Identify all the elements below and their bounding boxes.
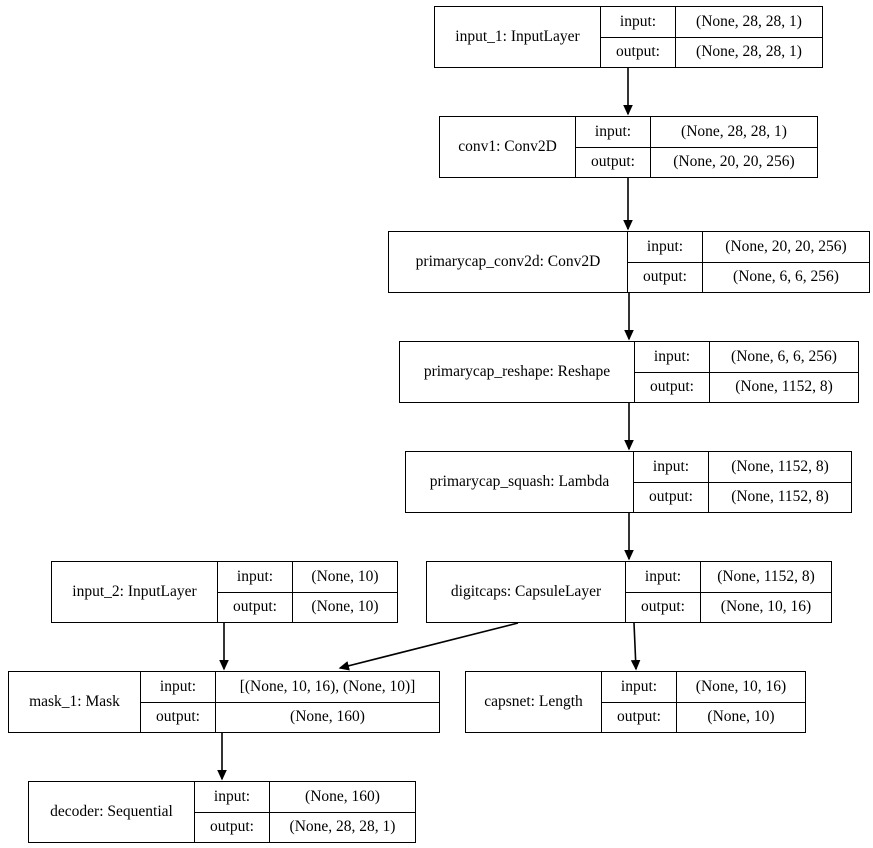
output-shape-value: (None, 6, 6, 256) — [733, 268, 839, 286]
node-output-row: output: (None, 10) — [602, 702, 805, 732]
node-output-row: output: (None, 20, 20, 256) — [576, 147, 817, 177]
node-output-row: output: (None, 28, 28, 1) — [601, 37, 822, 67]
input-label: input: — [634, 452, 709, 482]
node-input-row: input: (None, 20, 20, 256) — [628, 232, 869, 263]
input-shape-value: (None, 28, 28, 1) — [681, 122, 787, 140]
input-shape-value: (None, 20, 20, 256) — [725, 237, 847, 255]
node-io-block: input: (None, 28, 28, 1) output: (None, 28,… — [601, 7, 822, 67]
input-shape-value: (None, 6, 6, 256) — [731, 347, 837, 365]
node-title: input_1: InputLayer — [435, 7, 601, 67]
output-label: output: — [635, 372, 710, 402]
node-title: primarycap_conv2d: Conv2D — [389, 232, 628, 292]
input-shape-value: (None, 10) — [311, 567, 379, 585]
node-output-row: output: (None, 10) — [218, 592, 397, 622]
output-shape-value: (None, 1152, 8) — [735, 378, 833, 396]
node-title: mask_1: Mask — [9, 672, 141, 732]
node-output-row: output: (None, 1152, 8) — [634, 482, 851, 512]
node-title: input_2: InputLayer — [52, 562, 218, 622]
node-io-block: input: (None, 10) output: (None, 10) — [218, 562, 397, 622]
node-io-block: input: (None, 28, 28, 1) output: (None, 20,… — [576, 117, 817, 177]
output-shape-value: (None, 20, 20, 256) — [673, 153, 795, 171]
output-label: output: — [628, 262, 703, 292]
node-output-row: output: (None, 6, 6, 256) — [628, 262, 869, 292]
node-io-block: input: (None, 1152, 8) output: (None, 1152,… — [634, 452, 851, 512]
node-input-row: input: (None, 1152, 8) — [626, 562, 831, 593]
output-shape-value: (None, 10, 16) — [720, 598, 812, 616]
input-shape-value: (None, 10, 16) — [695, 677, 787, 695]
node-output-row: output: (None, 10, 16) — [626, 592, 831, 622]
output-shape-value: (None, 10) — [311, 598, 379, 616]
input-shape-value: [(None, 10, 16), (None, 10)] — [239, 677, 416, 695]
output-shape-value: (None, 10) — [707, 708, 775, 726]
node-input-row: input: (None, 6, 6, 256) — [635, 342, 858, 373]
input-shape-value: (None, 28, 28, 1) — [696, 12, 802, 30]
node-title: decoder: Sequential — [29, 782, 195, 842]
node-input-row: input: (None, 10) — [218, 562, 397, 593]
output-label: output: — [141, 702, 216, 732]
node-title: conv1: Conv2D — [440, 117, 576, 177]
node-io-block: input: (None, 160) output: (None, 28, 28, 1… — [195, 782, 415, 842]
output-shape-value: (None, 1152, 8) — [731, 488, 829, 506]
node-input-row: input: (None, 28, 28, 1) — [601, 7, 822, 38]
node-title: primarycap_squash: Lambda — [406, 452, 634, 512]
node-title: digitcaps: CapsuleLayer — [427, 562, 626, 622]
input-label: input: — [628, 232, 703, 262]
node-title: primarycap_reshape: Reshape — [400, 342, 635, 402]
input-label: input: — [601, 7, 676, 37]
output-label: output: — [634, 482, 709, 512]
input-label: input: — [602, 672, 677, 702]
node-io-block: input: (None, 1152, 8) output: (None, 10, 1… — [626, 562, 831, 622]
node-io-block: input: [(None, 10, 16), (None, 10)] output… — [141, 672, 439, 732]
input-label: input: — [218, 562, 293, 592]
input-shape-value: (None, 1152, 8) — [731, 457, 829, 475]
input-label: input: — [576, 117, 651, 147]
output-label: output: — [602, 702, 677, 732]
node-input-row: input: (None, 1152, 8) — [634, 452, 851, 483]
node-output-row: output: (None, 28, 28, 1) — [195, 812, 415, 842]
node-input-row: input: (None, 28, 28, 1) — [576, 117, 817, 148]
output-label: output: — [576, 147, 651, 177]
output-label: output: — [601, 37, 676, 67]
input-label: input: — [141, 672, 216, 702]
node-input-row: input: (None, 10, 16) — [602, 672, 805, 703]
output-label: output: — [218, 592, 293, 622]
input-shape-value: (None, 160) — [305, 787, 380, 805]
node-io-block: input: (None, 20, 20, 256) output: (None, 6… — [628, 232, 869, 292]
node-output-row: output: (None, 160) — [141, 702, 439, 732]
node-input-row: input: (None, 160) — [195, 782, 415, 813]
input-label: input: — [635, 342, 710, 372]
edge-digitcaps-capsnet — [630, 622, 641, 671]
output-label: output: — [626, 592, 701, 622]
output-shape-value: (None, 28, 28, 1) — [289, 818, 396, 836]
input-label: input: — [195, 782, 270, 812]
output-label: output: — [195, 812, 270, 842]
edge-digitcaps-mask_1 — [338, 622, 519, 671]
output-shape-value: (None, 160) — [290, 708, 365, 726]
node-output-row: output: (None, 1152, 8) — [635, 372, 858, 402]
node-io-block: input: (None, 10, 16) output: (None, 10) — [602, 672, 805, 732]
input-label: input: — [626, 562, 701, 592]
output-shape-value: (None, 28, 28, 1) — [696, 43, 802, 61]
node-io-block: input: (None, 6, 6, 256) output: (None, 115… — [635, 342, 858, 402]
input-shape-value: (None, 1152, 8) — [717, 567, 815, 585]
node-title: capsnet: Length — [466, 672, 602, 732]
node-input-row: input: [(None, 10, 16), (None, 10)] — [141, 672, 439, 703]
